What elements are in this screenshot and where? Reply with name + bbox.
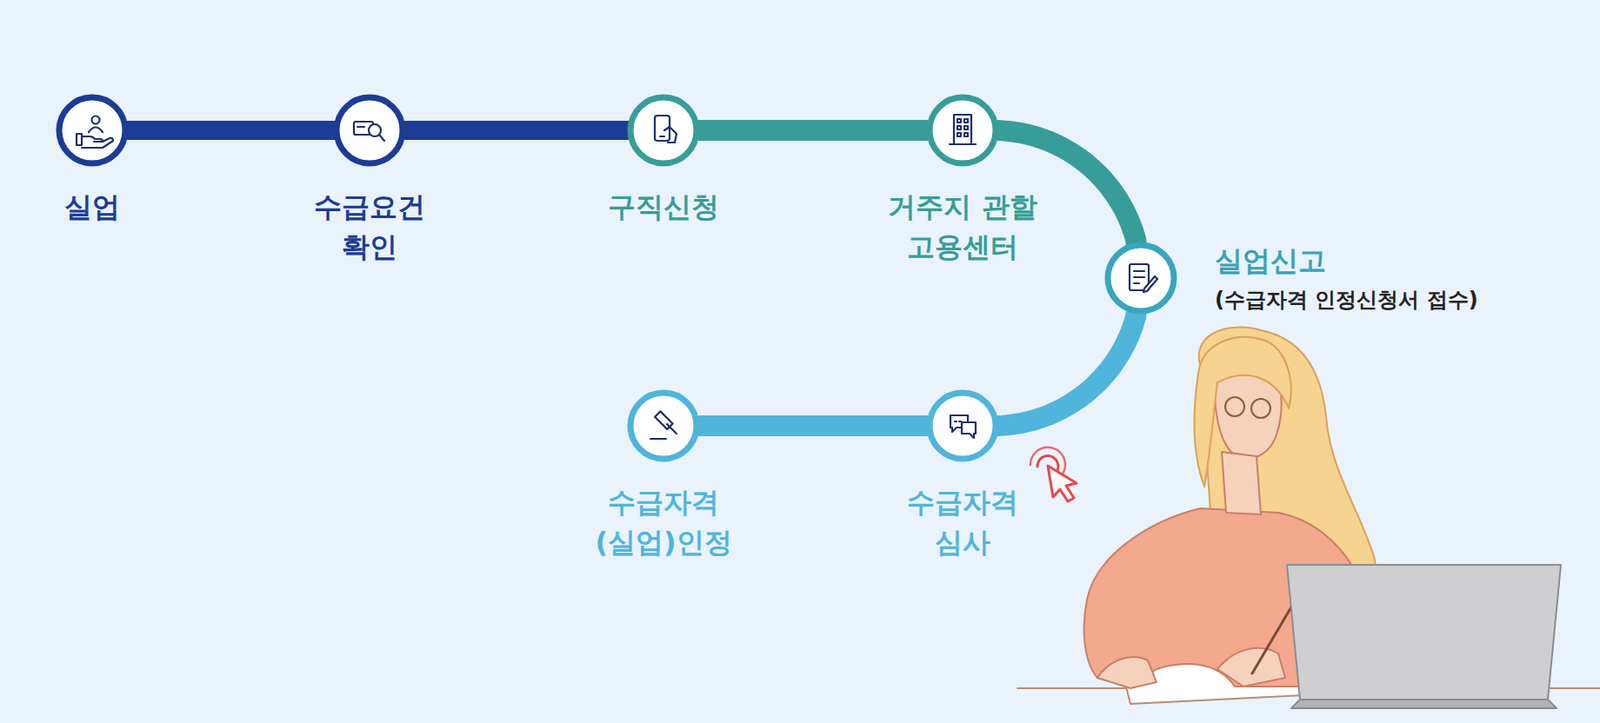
flow-track: [404, 120, 629, 140]
hand-person-icon: [76, 116, 114, 149]
flow-track: [698, 120, 928, 141]
step-node: 수급요건 확인: [304, 91, 435, 268]
step-label: 수급요건 확인: [304, 186, 435, 268]
step-node: 수급자격 (실업)인정: [585, 386, 742, 564]
step-circle: [624, 91, 703, 170]
step-circle: [53, 91, 132, 170]
step-ring: [929, 393, 996, 460]
flow-track: [126, 120, 335, 140]
flow-track: [698, 415, 928, 437]
step-node: 거주지 관할 고용센터: [875, 91, 1050, 268]
step-node: 실업: [53, 91, 132, 227]
step-ring: [59, 97, 126, 164]
step-circle: [330, 91, 409, 170]
step-ring: [630, 97, 697, 164]
step-ring: [630, 393, 697, 460]
step-node: 수급자격 심사: [897, 386, 1028, 564]
flow-track: [997, 130, 1137, 244]
gavel-icon: [650, 411, 677, 440]
step-text-column: 실업신고 (수급자격 인정신청서 접수): [1214, 240, 1479, 315]
step-circle: [923, 386, 1002, 466]
flow-track: [997, 313, 1137, 427]
step-note: (수급자격 인정신청서 접수): [1214, 285, 1479, 316]
step-node: 실업신고 (수급자격 인정신청서 접수): [1101, 239, 1479, 318]
step-node: 구직신청: [607, 91, 720, 227]
step-circle: [1101, 239, 1180, 318]
step-ring: [336, 97, 403, 164]
chat-bubbles-icon: [950, 415, 976, 439]
step-label: 실업신고: [1214, 240, 1327, 281]
building-icon: [949, 114, 976, 145]
step-label: 구직신청: [607, 186, 720, 227]
step-circle: [923, 91, 1002, 170]
step-label: 실업: [64, 186, 120, 227]
search-card-icon: [353, 121, 385, 141]
step-circle: [624, 386, 703, 466]
woman-illustration: [1017, 326, 1600, 709]
phone-icon: [654, 115, 677, 143]
step-ring: [929, 97, 996, 164]
step-ring: [1107, 245, 1174, 312]
document-pen-icon: [1129, 264, 1158, 293]
click-cursor: [1030, 447, 1077, 502]
step-label: 거주지 관할 고용센터: [875, 186, 1050, 268]
step-label: 수급자격 심사: [897, 482, 1028, 564]
step-label: 수급자격 (실업)인정: [585, 482, 742, 564]
